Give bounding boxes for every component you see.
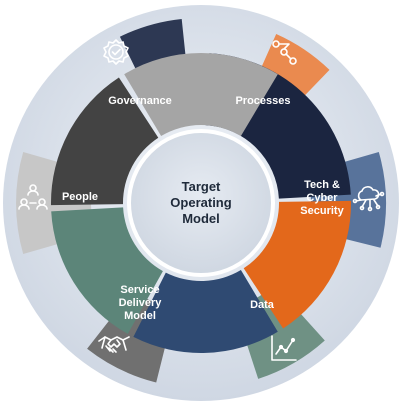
people-segment [124, 53, 278, 136]
handshake-icon [98, 336, 130, 353]
service-segment [50, 77, 159, 206]
people-label: People [62, 191, 98, 203]
segments-layer [50, 53, 352, 353]
service-label-line: Model [124, 310, 156, 322]
tech-label-line: Cyber [306, 192, 338, 204]
data-label-line: Data [250, 299, 275, 311]
cloud-network-icon [352, 186, 385, 212]
tech-label-line: Security [300, 205, 344, 217]
icons-layer [18, 39, 385, 361]
processes-label-line: Processes [235, 95, 290, 107]
data-segment [51, 207, 163, 334]
processes-label: Processes [235, 95, 290, 107]
center-title-line: Target [182, 179, 221, 194]
people-network-icon [18, 184, 48, 210]
center-title-line: Operating [170, 195, 231, 210]
badge-check-icon [103, 39, 129, 65]
line-chart-icon [271, 335, 297, 361]
processes-segment [243, 200, 352, 329]
governance-label-line: Governance [108, 95, 172, 107]
tech-segment [133, 270, 278, 353]
people-label-line: People [62, 191, 98, 203]
data-label: Data [250, 299, 275, 311]
tech-label-line: Tech & [304, 179, 340, 191]
governance-label: Governance [108, 95, 172, 107]
service-label-line: Delivery [119, 297, 163, 309]
center-title-line: Model [182, 211, 220, 226]
process-flow-icon [272, 40, 297, 65]
service-label-line: Service [120, 284, 159, 296]
center-disc [127, 129, 275, 277]
